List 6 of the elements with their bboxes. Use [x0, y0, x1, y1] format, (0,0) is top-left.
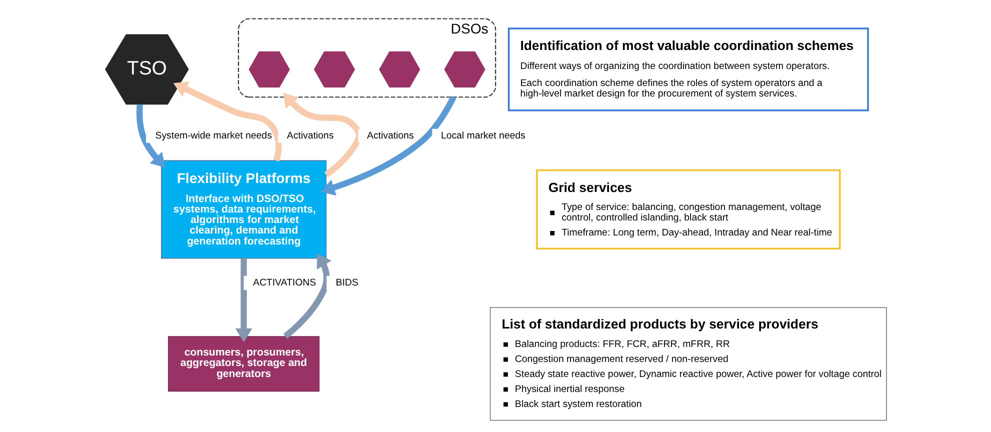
- edge-label: BIDS: [335, 277, 358, 288]
- edge-label: Activations: [366, 130, 414, 142]
- edge-label: Activations: [286, 130, 334, 142]
- edge-label: ACTIVATIONS: [252, 277, 316, 288]
- edge-label: System-wide market needs: [154, 130, 272, 142]
- edge-label: Local market needs: [440, 130, 525, 142]
